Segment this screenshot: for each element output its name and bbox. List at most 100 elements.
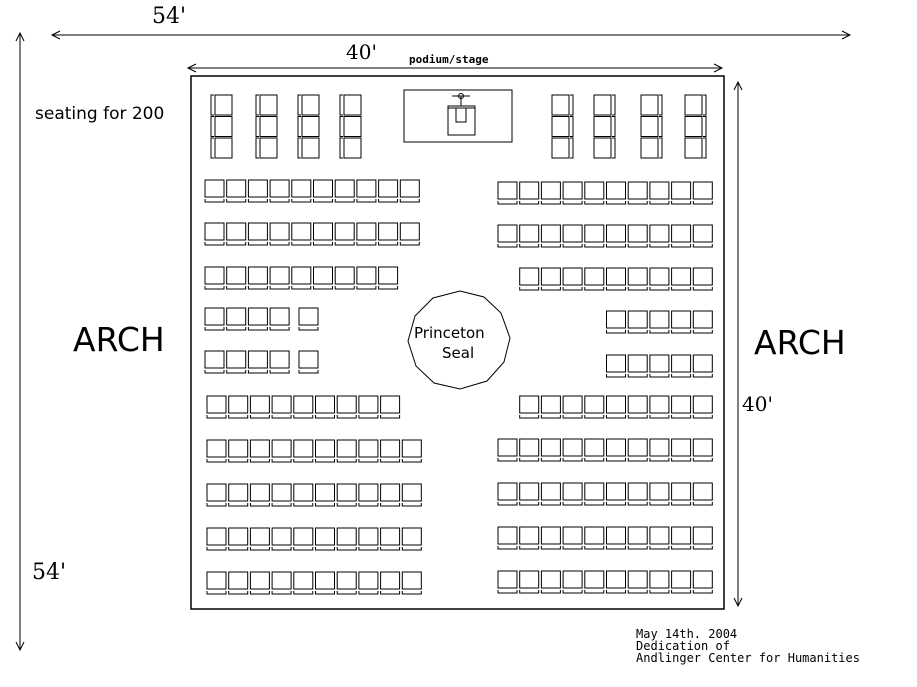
chair [519,224,540,248]
chair [291,222,312,246]
chair [206,527,227,551]
side-chair [255,94,278,116]
side-chair [640,137,663,159]
chair [249,527,270,551]
chair [313,222,333,246]
chair [204,266,225,290]
chair [606,482,626,506]
chair [584,395,605,419]
chair [226,179,247,203]
chair [228,571,249,595]
chair [562,224,583,248]
chair [269,350,290,374]
seating-label: seating for 200 [35,104,165,124]
inner-width-arrow [186,63,724,73]
chair [562,395,583,419]
chair [562,267,583,291]
chair [315,395,335,419]
chair [671,181,692,205]
chair [627,224,648,248]
chair [228,439,249,463]
chair [356,266,377,290]
chair [298,350,319,374]
chair [206,439,227,463]
chair [401,571,422,595]
chair [584,526,605,550]
chair [627,526,648,550]
chair [671,482,692,506]
chair [497,570,518,594]
chair [356,222,377,246]
chair [584,224,605,248]
chair [649,482,670,506]
chair [519,395,540,419]
chair [271,527,292,551]
chair [249,439,270,463]
chair [226,307,247,331]
chair [334,266,355,290]
chair [228,483,249,507]
chair [378,266,399,290]
side-chair [255,116,278,137]
side-chair [255,137,278,159]
chair [540,482,561,506]
caption-event: Dedication of [636,639,730,653]
chair [519,482,540,506]
side-chair [210,94,233,116]
chair [315,527,335,551]
room-outline [190,75,725,610]
chair [606,267,626,291]
chair [497,224,518,248]
chair [380,571,401,595]
chair [649,438,670,462]
chair [540,267,561,291]
chair [249,483,270,507]
chair [606,354,626,378]
chair [671,310,692,334]
chair [358,483,379,507]
chair [291,179,312,203]
chair [204,222,225,246]
chair [671,526,692,550]
caption-date: May 14th. 2004 [636,627,738,641]
chair [540,395,561,419]
stage [403,89,513,143]
chair [562,181,583,205]
chair [399,179,420,203]
seal-label-line2: Seal [442,344,475,362]
chair [401,483,422,507]
chair [649,570,670,594]
chair [606,395,626,419]
side-chair [297,94,320,116]
chair [401,527,422,551]
chair [584,482,605,506]
chair [519,570,540,594]
chair [358,527,379,551]
chair [206,395,227,419]
chair [540,526,561,550]
chair [313,179,333,203]
chair [226,222,247,246]
chair [315,483,335,507]
chair [671,224,692,248]
podium-icon [447,93,476,136]
chair [336,527,357,551]
side-chair [297,116,320,137]
chair [271,571,292,595]
chair [269,179,290,203]
chair [228,395,249,419]
chair [497,482,518,506]
chair [497,181,518,205]
chair [671,267,692,291]
chair [627,354,648,378]
chair [540,224,561,248]
chair [247,222,268,246]
chair [378,222,399,246]
chair [649,224,670,248]
chair [247,350,268,374]
chair [358,571,379,595]
chair [293,395,314,419]
side-chair [640,94,663,116]
side-chair [640,116,663,137]
